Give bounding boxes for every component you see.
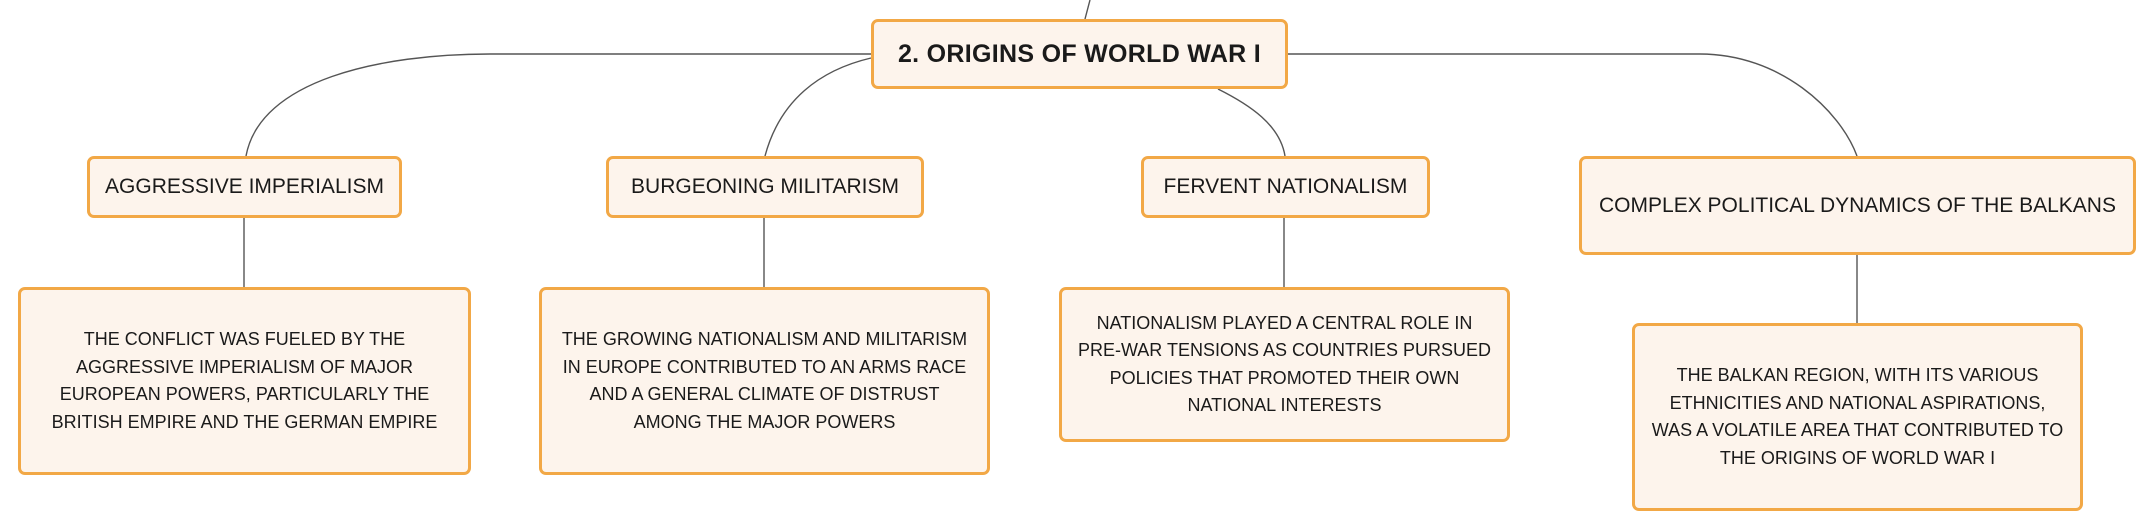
connector-root-to-topic-2 bbox=[764, 57, 872, 157]
topic-node-fervent-nationalism[interactable]: FERVENT NATIONALISM bbox=[1141, 156, 1430, 218]
topic-label: BURGEONING MILITARISM bbox=[631, 175, 899, 198]
detail-text: THE CONFLICT WAS FUELED BY THE AGGRESSIV… bbox=[51, 329, 438, 432]
detail-node-militarism[interactable]: THE GROWING NATIONALISM AND MILITARISM I… bbox=[539, 287, 990, 475]
detail-text: THE GROWING NATIONALISM AND MILITARISM I… bbox=[561, 329, 968, 432]
topic-label: AGGRESSIVE IMPERIALISM bbox=[105, 175, 384, 198]
topic-label: FERVENT NATIONALISM bbox=[1163, 175, 1408, 198]
root-node[interactable]: 2. ORIGINS OF WORLD WAR I bbox=[871, 19, 1288, 89]
connector-root-to-topic-4 bbox=[1288, 53, 1858, 157]
topic-node-balkan-dynamics[interactable]: COMPLEX POLITICAL DYNAMICS OF THE BALKAN… bbox=[1579, 156, 2136, 255]
topic-node-burgeoning-militarism[interactable]: BURGEONING MILITARISM bbox=[606, 156, 924, 218]
connector-parent-to-root bbox=[1084, 0, 1091, 20]
topic-label: COMPLEX POLITICAL DYNAMICS OF THE BALKAN… bbox=[1599, 193, 2116, 217]
connector-root-to-topic-1 bbox=[245, 53, 871, 157]
detail-node-balkans[interactable]: THE BALKAN REGION, WITH ITS VARIOUS ETHN… bbox=[1632, 323, 2083, 511]
root-node-label: 2. ORIGINS OF WORLD WAR I bbox=[897, 39, 1262, 68]
connector-root-to-topic-3 bbox=[1217, 88, 1286, 157]
detail-text: NATIONALISM PLAYED A CENTRAL ROLE IN PRE… bbox=[1077, 312, 1492, 416]
detail-text: THE BALKAN REGION, WITH ITS VARIOUS ETHN… bbox=[1651, 365, 2064, 468]
detail-node-imperialism[interactable]: THE CONFLICT WAS FUELED BY THE AGGRESSIV… bbox=[18, 287, 471, 475]
detail-node-nationalism[interactable]: NATIONALISM PLAYED A CENTRAL ROLE IN PRE… bbox=[1059, 287, 1510, 442]
topic-node-aggressive-imperialism[interactable]: AGGRESSIVE IMPERIALISM bbox=[87, 156, 402, 218]
